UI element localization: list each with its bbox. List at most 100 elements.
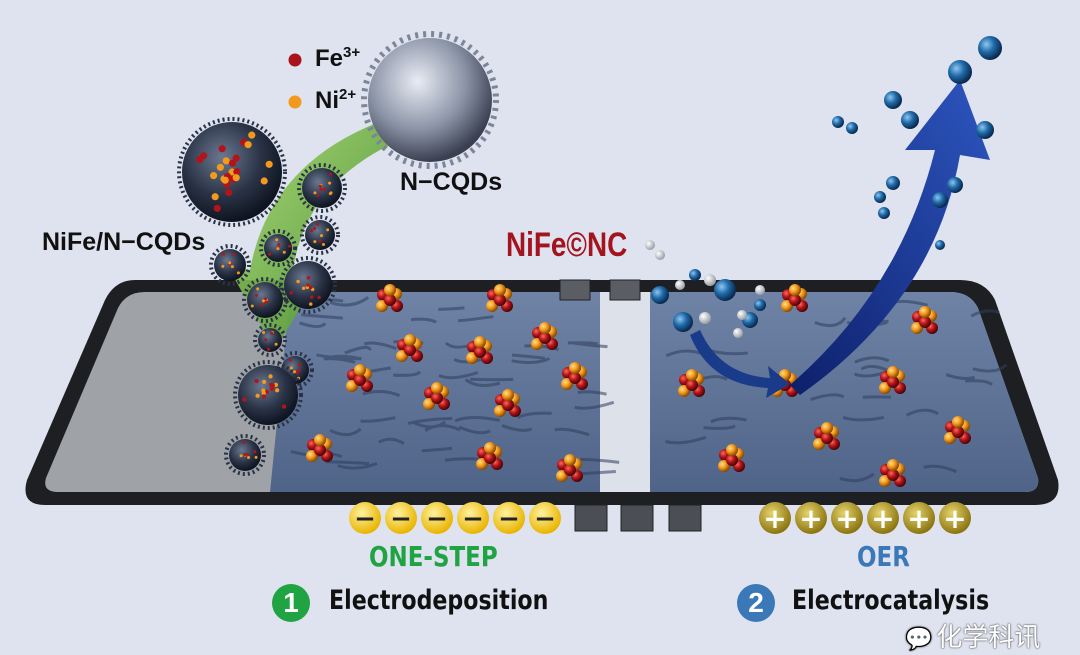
positive-sign: + [907,502,930,535]
oxygen-atom [714,279,736,301]
nife-clusters [306,284,971,487]
step2-tag: OER [857,540,910,573]
positive-sign: + [835,502,858,535]
hydrogen-atom [675,280,685,290]
positive-sign: + [871,502,894,535]
label-nife-ncqds: NiFe/N−CQDs [42,228,206,256]
step1-name: Electrodeposition [329,585,549,616]
nife-ncqd-particle [279,256,337,314]
electrode-charges: −−−−−−++++++ [349,279,971,535]
oxygen-atom [947,177,963,193]
gap-block [609,279,641,301]
step1-tag: ONE-STEP [369,540,498,573]
oxygen-atom [884,91,902,109]
positive-sign: + [763,502,786,535]
positive-sign: + [799,502,822,535]
gap-block [574,504,608,532]
watermark: 💬化学科讯 [905,622,1041,652]
nife-ncqd-particle [300,215,340,255]
negative-sign: − [462,504,484,534]
oxygen-atom [948,60,972,84]
positive-charge: + [795,502,827,535]
nife-cluster [813,422,840,450]
nife-cluster [718,444,745,472]
step2-number: 2 [737,584,775,622]
nife-ncqd-particle [253,323,287,357]
positive-charge: + [903,502,935,535]
nife-ncqd-particle [242,277,288,323]
negative-sign: − [390,504,412,534]
oxygen-atom [878,207,890,219]
nife-ncqd-particle [209,244,251,286]
nife-ncqd-particle [177,117,287,227]
hydrogen-atom [737,310,747,320]
hydrogen-atom [733,328,743,338]
nife-cluster [423,382,450,410]
positive-charge: + [939,502,971,535]
oxygen-atom [832,116,844,128]
adsorption-arrow [690,330,790,398]
nife-cluster [396,334,423,362]
ni-ion-icon [288,95,302,109]
oxygen-atom [689,269,701,281]
nife-cluster [561,362,588,390]
wechat-icon: 💬 [905,626,933,651]
nife-ncqd-particle [297,163,347,213]
nife-ncqd-particle [233,360,303,430]
hydrogen-atom [755,285,765,295]
gap-block [668,504,702,532]
oxygen-atom [846,122,858,134]
gap-block [620,504,654,532]
nife-cluster [911,306,938,334]
oxygen-atom [976,121,994,139]
oxygen-atom [886,176,900,190]
nife-cluster [494,389,521,417]
negative-charge: − [349,502,381,534]
nc-film-right [650,292,1039,492]
nife-cluster [346,364,373,392]
nife-ncqd-particles [177,117,347,476]
nife-ncqd-particle [224,434,266,476]
oxygen-atom [901,111,919,129]
nife-cluster [466,336,493,364]
nife-ncqd-particle [259,229,297,267]
hydrogen-atom [699,312,711,324]
hydrogen-atom [704,274,716,286]
nife-cluster [531,322,558,350]
oxygen-atom [874,191,886,203]
positive-charge: + [831,502,863,535]
step1-number: 1 [272,584,310,622]
hydrogen-atom [645,240,655,250]
nife-cluster [879,459,906,487]
nife-cluster [476,442,503,470]
label-ncqds: N−CQDs [400,168,503,196]
negative-charge: − [529,502,561,534]
hydrogen-atom [655,250,665,260]
oxygen-atom [673,312,693,332]
nife-cluster [879,366,906,394]
oxygen-atom [978,36,1002,60]
legend-fe: Fe3+ [287,44,360,73]
water-oxygen-molecules [645,36,1002,338]
nife-cluster [486,284,513,312]
nife-cluster [376,284,403,312]
negative-charge: − [421,502,453,534]
negative-sign: − [354,504,376,534]
nife-cluster [781,284,808,312]
negative-sign: − [426,504,448,534]
positive-charge: + [867,502,899,535]
nife-cluster [678,369,705,397]
negative-sign: − [534,504,556,534]
fe-ion-icon [288,53,302,67]
negative-sign: − [498,504,520,534]
product-title: NiFe©NC [506,226,628,264]
negative-charge: − [385,502,417,534]
oxygen-atom [932,192,948,208]
positive-sign: + [943,502,966,535]
oxygen-atom [935,240,945,250]
gap-block [559,279,591,301]
legend-ni: Ni2+ [287,86,356,115]
electrode [25,280,1059,505]
negative-charge: − [457,502,489,534]
